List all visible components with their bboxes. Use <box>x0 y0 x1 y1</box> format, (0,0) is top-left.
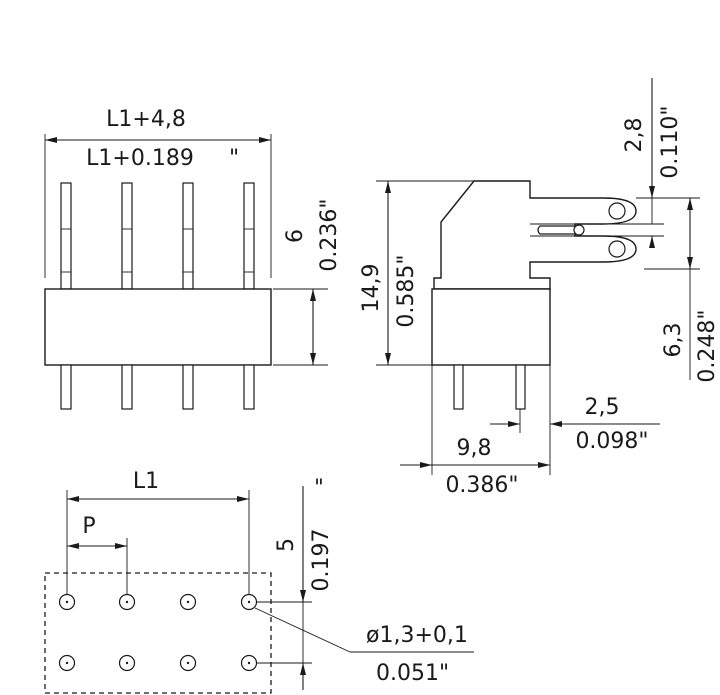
side-tab-slot <box>537 225 576 235</box>
width-in-unit: " <box>229 146 239 171</box>
front-lead-4 <box>243 364 255 410</box>
pin-offset-mm-label: 2,5 <box>585 395 620 420</box>
row-spacing-mm-label: 5 <box>274 538 299 552</box>
footprint-outline <box>44 572 272 694</box>
pin-height-in-label: 0.236" <box>317 198 342 271</box>
pitch-label: P <box>82 514 95 539</box>
hole-mm-label: ø1,3+0,1 <box>366 623 468 648</box>
front-lead-1 <box>60 364 72 410</box>
tab-mm-label: 2,8 <box>622 118 647 153</box>
footprint-view: L1 P 5 0.197 " ø1,3+0,1 0.051" <box>44 469 474 694</box>
tab-offset-mm-label: 6,3 <box>661 323 686 358</box>
front-lead-3 <box>182 364 194 410</box>
side-lead-1 <box>453 364 464 410</box>
depth-mm-label: 9,8 <box>457 436 492 461</box>
width-mm-label: L1+4,8 <box>106 107 186 132</box>
front-lead-2 <box>121 364 133 410</box>
row-spacing-in-label: 0.197 <box>309 529 334 592</box>
side-tab-hole-upper <box>608 202 626 220</box>
tab-in-label: 0.110" <box>658 105 683 178</box>
side-lead-2 <box>515 364 526 410</box>
pin-height-mm-label: 6 <box>283 229 308 243</box>
front-upper-pins <box>60 182 255 290</box>
row-spacing-in-unit: " <box>314 475 324 499</box>
front-pin-3 <box>182 182 194 290</box>
hole-in-label: 0.051" <box>376 661 449 686</box>
side-view: 14,9 0.585" 2,8 0.110" 6,3 0.248" 2,5 0.… <box>359 78 720 498</box>
front-lower-pins <box>60 364 255 410</box>
side-slot-dot <box>573 224 585 236</box>
width-in-label: L1+0.189 <box>86 146 194 171</box>
hole-leader-line <box>254 607 351 653</box>
front-pin-4 <box>243 182 255 290</box>
footprint-holes <box>58 593 258 672</box>
front-view: L1+4,8 L1+0.189 " 6 0.236" <box>44 107 342 410</box>
total-height-mm-label: 14,9 <box>359 264 384 313</box>
front-body <box>44 288 272 366</box>
depth-in-label: 0.386" <box>445 473 518 498</box>
side-tab-hole-lower <box>608 240 626 258</box>
total-height-in-label: 0.585" <box>394 254 419 327</box>
l1-label: L1 <box>133 469 159 494</box>
side-body <box>431 288 551 366</box>
tab-offset-in-label: 0.248" <box>695 309 720 382</box>
front-pin-1 <box>60 182 72 290</box>
front-pin-2 <box>121 182 133 290</box>
side-contact-housing <box>433 180 637 290</box>
pin-offset-in-label: 0.098" <box>575 429 648 454</box>
